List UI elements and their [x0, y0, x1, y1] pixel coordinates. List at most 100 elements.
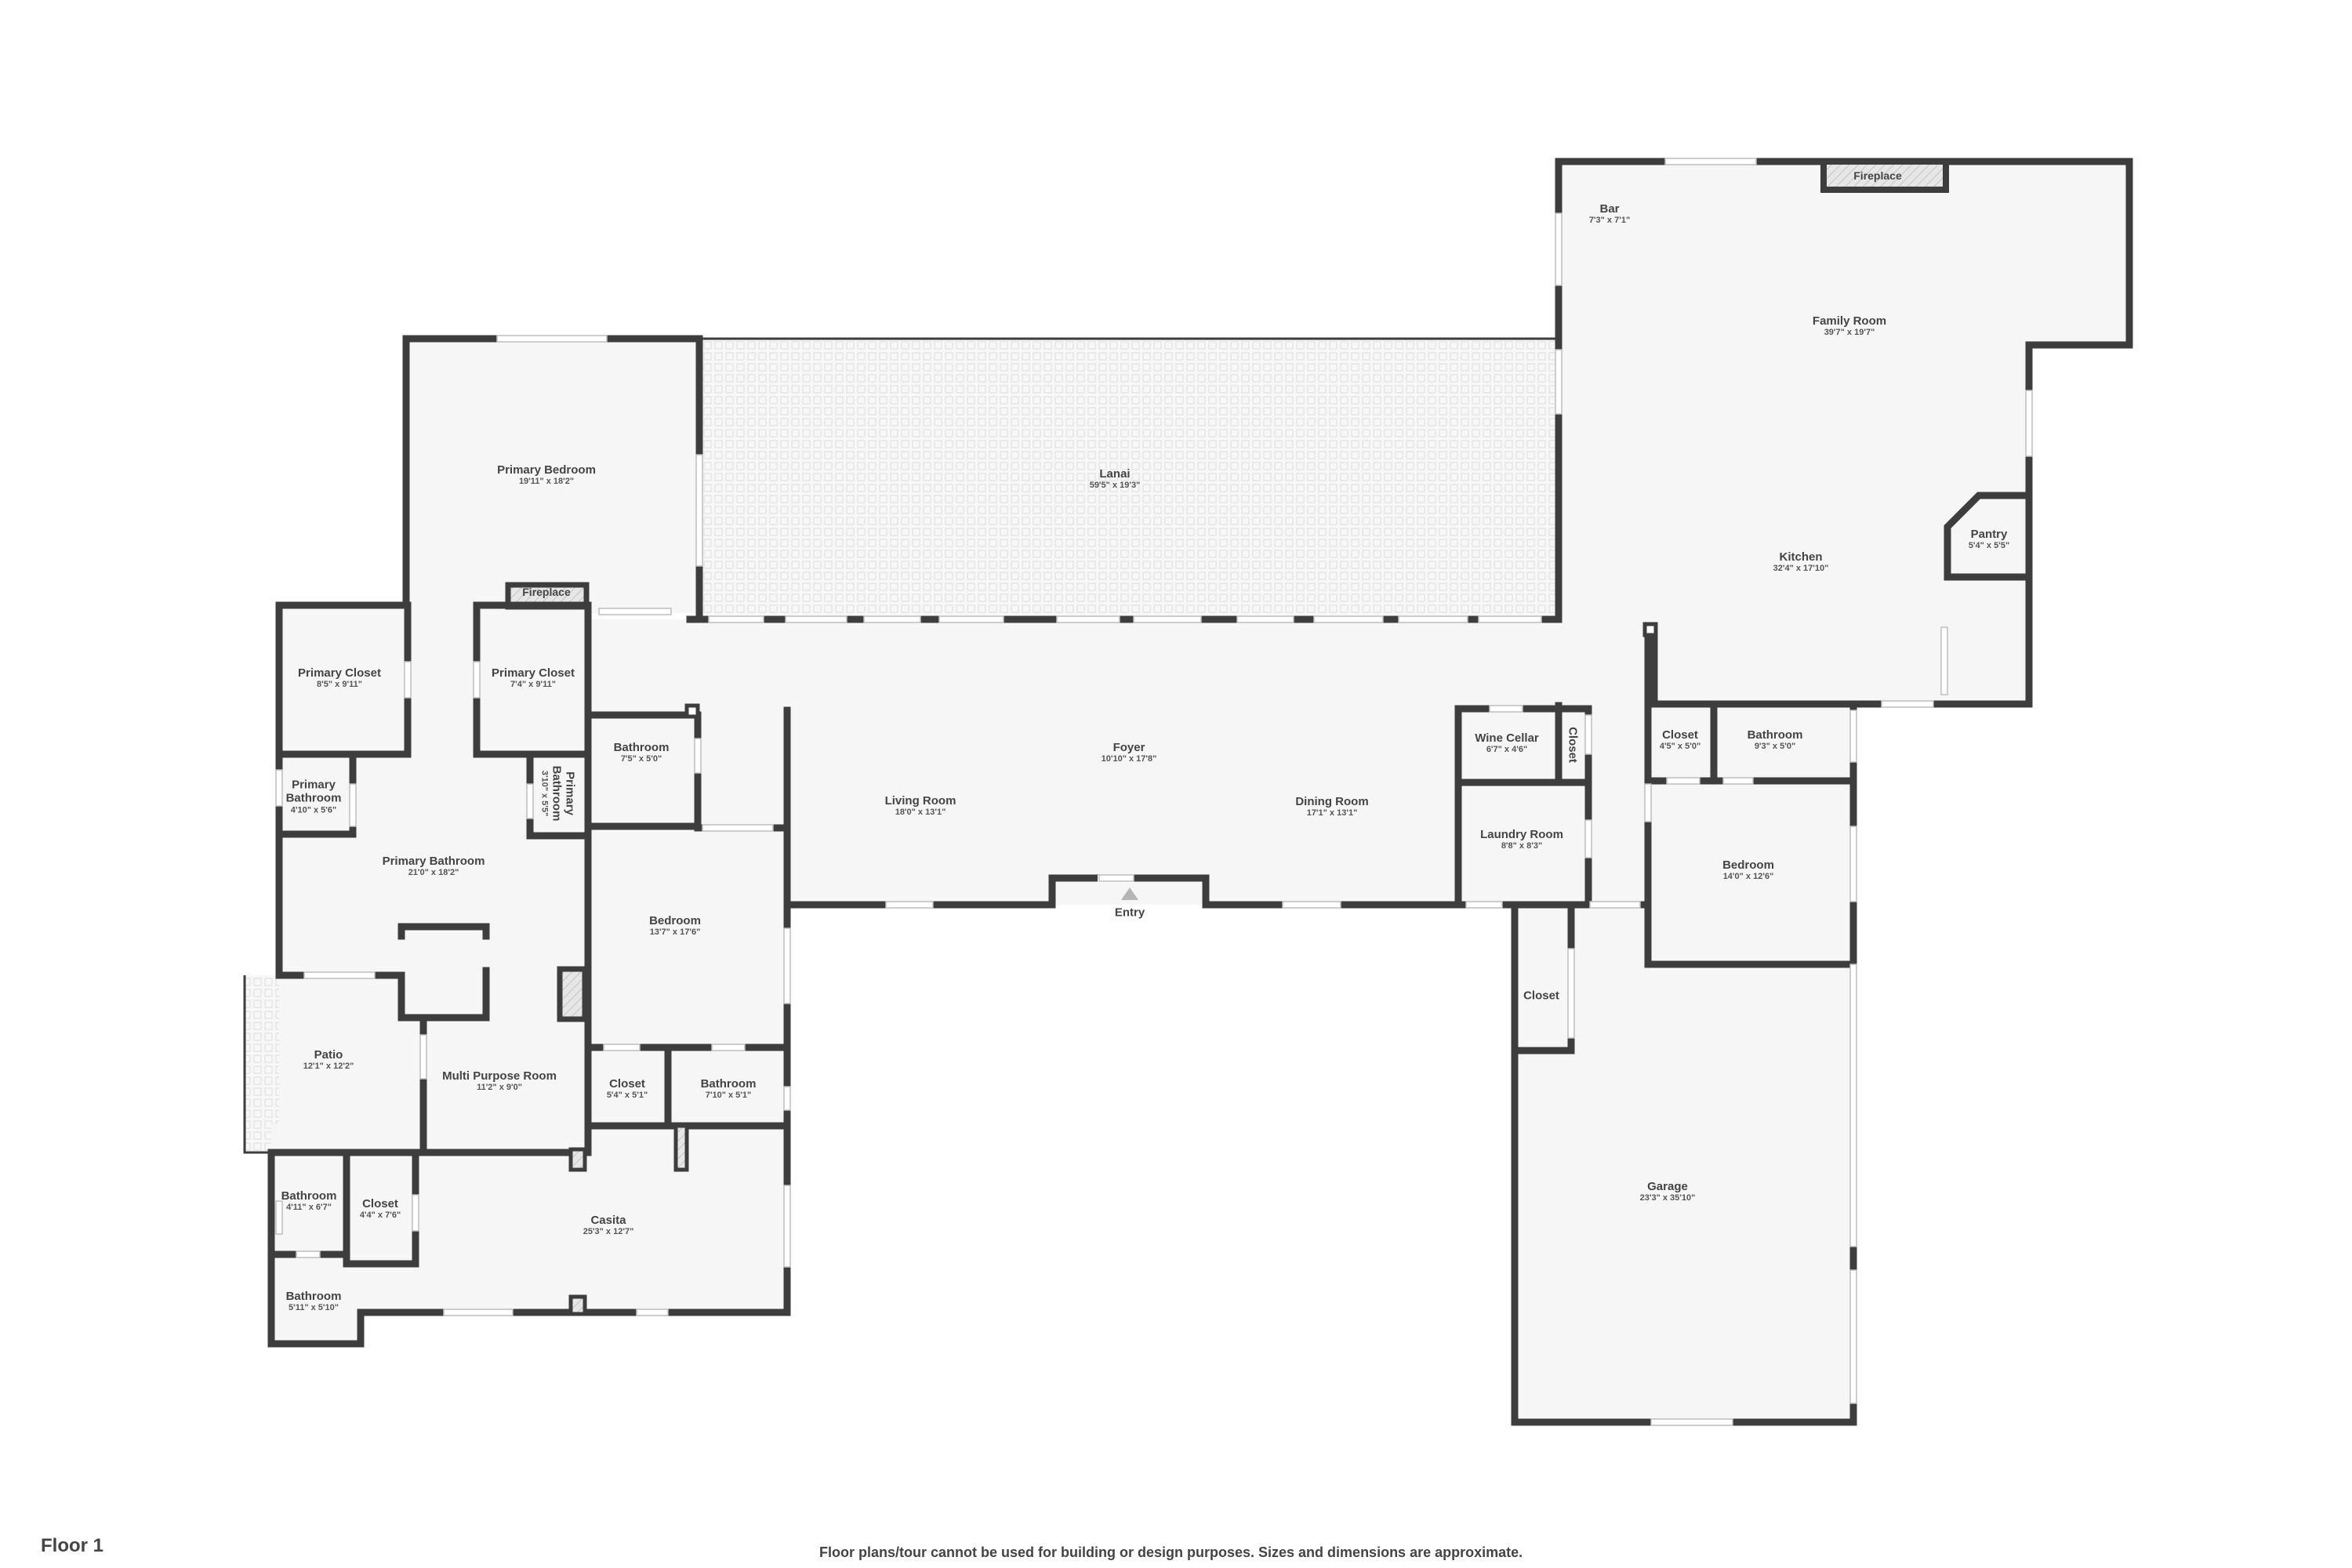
room-name: Primary Bedroom [497, 463, 596, 477]
room-label-wine-cellar: Wine Cellar 6'7" x 4'6" [1475, 731, 1539, 755]
room-dimensions: 4'5" x 5'0" [1659, 742, 1701, 752]
room-label-bathroom-3: Bathroom 4'11" x 6'7" [281, 1189, 337, 1213]
room-dimensions: 7'4" x 9'11" [510, 680, 556, 690]
room-label-lanai: Lanai 59'5" x 19'3" [1090, 467, 1141, 491]
openings [275, 158, 2033, 1426]
room-name: Bathroom [281, 1189, 337, 1203]
room-dimensions: 21'0" x 18'2" [408, 868, 459, 878]
room-label-closet-3: Closet 4'5" x 5'0" [1660, 728, 1700, 752]
room-name: Dining Room [1295, 795, 1369, 809]
room-dimensions: 25'3" x 12'7" [583, 1227, 634, 1237]
room-name: Living Room [884, 794, 956, 808]
room-name: Closet [1523, 989, 1559, 1003]
room-label-bedroom-2: Bedroom 14'0" x 12'6" [1722, 858, 1774, 882]
room-name: Primary Bathroom [382, 855, 485, 869]
family-kitchen-area [1559, 162, 2129, 704]
room-dimensions: 8'8" x 8'3" [1501, 841, 1543, 851]
room-name: Primary Closet [298, 666, 381, 681]
casita-lower-area [271, 1301, 361, 1344]
room-dimensions: 5'4" x 5'5" [1968, 541, 2010, 551]
room-label-casita: Casita 25'3" x 12'7" [583, 1214, 634, 1237]
fireplace-label-primary: Fireplace [522, 586, 571, 598]
room-name: Patio [314, 1048, 343, 1062]
room-dimensions: 18'0" x 13'1" [895, 808, 946, 818]
room-label-closet-garage: Closet [1523, 989, 1559, 1002]
disclaimer-text: Floor plans/tour cannot be used for buil… [819, 1544, 1523, 1560]
room-label-family-room: Family Room 39'7" x 19'7" [1813, 314, 1886, 338]
room-name: Wine Cellar [1475, 731, 1539, 746]
primary-suite-area [279, 605, 588, 1151]
room-label-primary-bedroom: Primary Bedroom 19'11" x 18'2" [497, 463, 596, 487]
room-name: Primary Bathroom [550, 765, 577, 822]
room-dimensions: 23'3" x 35'10" [1639, 1193, 1696, 1203]
room-dimensions: 12'1" x 12'2" [303, 1062, 354, 1072]
room-label-bathroom-4: Bathroom 5'11" x 5'10" [286, 1290, 342, 1313]
room-dimensions: 32'4" x 17'10" [1773, 564, 1829, 574]
floor-title: Floor 1 [41, 1535, 104, 1556]
room-dimensions: 13'7" x 17'6" [649, 927, 701, 938]
room-dimensions: 4'11" x 6'7" [286, 1203, 332, 1213]
room-label-garage: Garage 23'3" x 35'10" [1640, 1180, 1696, 1203]
room-dimensions: 8'5" x 9'11" [317, 680, 362, 690]
room-dimensions: 14'0" x 12'6" [1722, 872, 1774, 882]
room-label-bathroom-5: Bathroom 9'3" x 5'0" [1748, 728, 1803, 752]
room-name: Closet [1566, 727, 1580, 763]
room-name: Kitchen [1779, 550, 1823, 564]
room-label-foyer: Foyer 10'10" x 17'8" [1102, 741, 1157, 764]
garage-area [1515, 905, 1853, 1422]
room-name: Pantry [1970, 528, 2008, 542]
room-name: Primary Closet [492, 666, 575, 681]
room-name: Closet [1662, 728, 1698, 742]
room-label-bathroom-1: Bathroom 7'5" x 5'0" [614, 741, 670, 764]
room-label-closet-2: Closet 4'4" x 7'6" [360, 1197, 401, 1221]
primary-bedroom-area [406, 339, 699, 613]
laundry-wine-area [1458, 709, 1588, 905]
room-label-closet-wine: Closet [1566, 727, 1580, 763]
room-label-bedroom-1: Bedroom 13'7" x 17'6" [649, 914, 701, 938]
room-label-primary-bathroom-small: Primary Bathroom 4'10" x 5'6" [278, 778, 349, 815]
room-dimensions: 59'5" x 19'3" [1089, 481, 1141, 491]
room-label-living-room: Living Room 18'0" x 13'1" [885, 794, 956, 818]
bedroom-wing-area [586, 715, 787, 1124]
room-dimensions: 17'1" x 13'1" [1306, 808, 1358, 818]
room-name: Laundry Room [1480, 828, 1563, 842]
room-name: Garage [1647, 1180, 1688, 1194]
room-label-kitchen: Kitchen 32'4" x 17'10" [1773, 550, 1829, 574]
room-label-patio: Patio 12'1" x 12'2" [303, 1048, 354, 1072]
room-label-primary-closet-1: Primary Closet 8'5" x 9'11" [298, 666, 381, 690]
room-dimensions: 6'7" x 4'6" [1486, 745, 1528, 755]
room-dimensions: 3'10" x 5'5" [540, 770, 550, 817]
room-dimensions: 7'5" x 5'0" [620, 754, 662, 764]
room-label-laundry-room: Laundry Room 8'8" x 8'3" [1480, 828, 1563, 851]
room-name: Closet [609, 1077, 645, 1091]
room-dimensions: 7'3" x 7'1" [1588, 216, 1631, 226]
room-name: Casita [590, 1214, 626, 1228]
room-dimensions: 11'2" x 9'0" [477, 1083, 522, 1093]
room-name: Bathroom [613, 741, 670, 755]
room-dimensions: 19'11" x 18'2" [518, 477, 575, 487]
room-dimensions: 39'7" x 19'7" [1824, 328, 1875, 338]
room-label-bar: Bar 7'3" x 7'1" [1589, 202, 1630, 226]
room-name: Bathroom [1747, 728, 1803, 742]
room-label-primary-closet-2: Primary Closet 7'4" x 9'11" [492, 666, 575, 690]
room-label-primary-bathroom: Primary Bathroom 21'0" x 18'2" [383, 855, 485, 878]
room-label-bathroom-2: Bathroom 7'10" x 5'1" [701, 1077, 757, 1101]
room-name: Bedroom [649, 914, 701, 928]
room-label-pantry: Pantry 5'4" x 5'5" [1969, 528, 2009, 551]
lanai-area [699, 339, 1556, 619]
room-name: Bar [1599, 202, 1620, 216]
fireplace-label-family: Fireplace [1853, 169, 1902, 182]
room-label-closet-1: Closet 5'4" x 5'1" [607, 1077, 648, 1101]
room-label-multi-purpose: Multi Purpose Room 11'2" x 9'0" [442, 1069, 557, 1093]
entry-label: Entry [1114, 906, 1145, 920]
room-name: Family Room [1812, 314, 1887, 328]
entry-arrow-icon [1121, 887, 1138, 900]
room-label-primary-bathroom-vertical: Primary Bathroom 3'10" x 5'5" [539, 756, 577, 831]
room-label-dining-room: Dining Room 17'1" x 13'1" [1295, 795, 1368, 818]
room-name: Multi Purpose Room [442, 1069, 557, 1083]
room-dimensions: 4'4" x 7'6" [359, 1210, 401, 1221]
room-dimensions: 5'4" x 5'1" [606, 1091, 648, 1101]
room-name: Foyer [1112, 741, 1145, 755]
room-name: Primary Bathroom [285, 778, 342, 805]
